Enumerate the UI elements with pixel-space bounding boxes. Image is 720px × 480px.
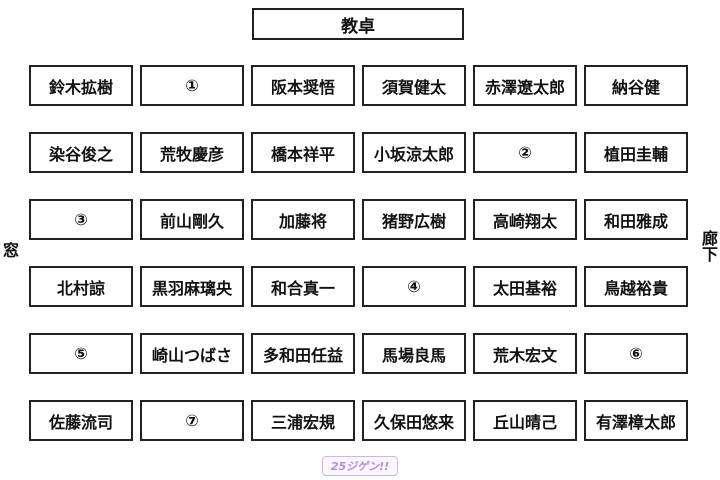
seat: 鳥越裕貴 [584, 266, 688, 307]
seat: 荒牧慶彦 [140, 132, 244, 173]
seat: ③ [29, 199, 133, 240]
seat: ① [140, 65, 244, 106]
seat: 多和田任益 [251, 333, 355, 374]
seat: 佐藤流司 [29, 400, 133, 441]
seat: 北村諒 [29, 266, 133, 307]
seat: 丘山晴己 [473, 400, 577, 441]
brand-logo: 25ジゲン!! [322, 456, 398, 476]
seat: 前山剛久 [140, 199, 244, 240]
seat: 猪野広樹 [362, 199, 466, 240]
seat: 和合真一 [251, 266, 355, 307]
seat: ⑥ [584, 333, 688, 374]
seat: 橋本祥平 [251, 132, 355, 173]
seat: ⑤ [29, 333, 133, 374]
seat: 阪本奨悟 [251, 65, 355, 106]
window-label: 窓 [0, 242, 19, 258]
seat: 黒羽麻璃央 [140, 266, 244, 307]
seat: 染谷俊之 [29, 132, 133, 173]
seat: ⑦ [140, 400, 244, 441]
seat: 荒木宏文 [473, 333, 577, 374]
seat: 久保田悠来 [362, 400, 466, 441]
seat: 太田基裕 [473, 266, 577, 307]
seat: 崎山つばさ [140, 333, 244, 374]
seat: 三浦宏規 [251, 400, 355, 441]
seat: 納谷健 [584, 65, 688, 106]
seat: 有澤樟太郎 [584, 400, 688, 441]
hallway-label: 廊下 [699, 230, 718, 262]
teacher-desk: 教卓 [252, 8, 464, 40]
seat: 赤澤遼太郎 [473, 65, 577, 106]
seat: 植田圭輔 [584, 132, 688, 173]
seat: 小坂涼太郎 [362, 132, 466, 173]
seat: 馬場良馬 [362, 333, 466, 374]
seat: ② [473, 132, 577, 173]
seat: 加藤将 [251, 199, 355, 240]
seat-grid: 鈴木拡樹 ① 阪本奨悟 須賀健太 赤澤遼太郎 納谷健 染谷俊之 荒牧慶彦 橋本祥… [29, 65, 688, 441]
seat: 高崎翔太 [473, 199, 577, 240]
seat: 鈴木拡樹 [29, 65, 133, 106]
seat: 和田雅成 [584, 199, 688, 240]
seat: 須賀健太 [362, 65, 466, 106]
seat: ④ [362, 266, 466, 307]
